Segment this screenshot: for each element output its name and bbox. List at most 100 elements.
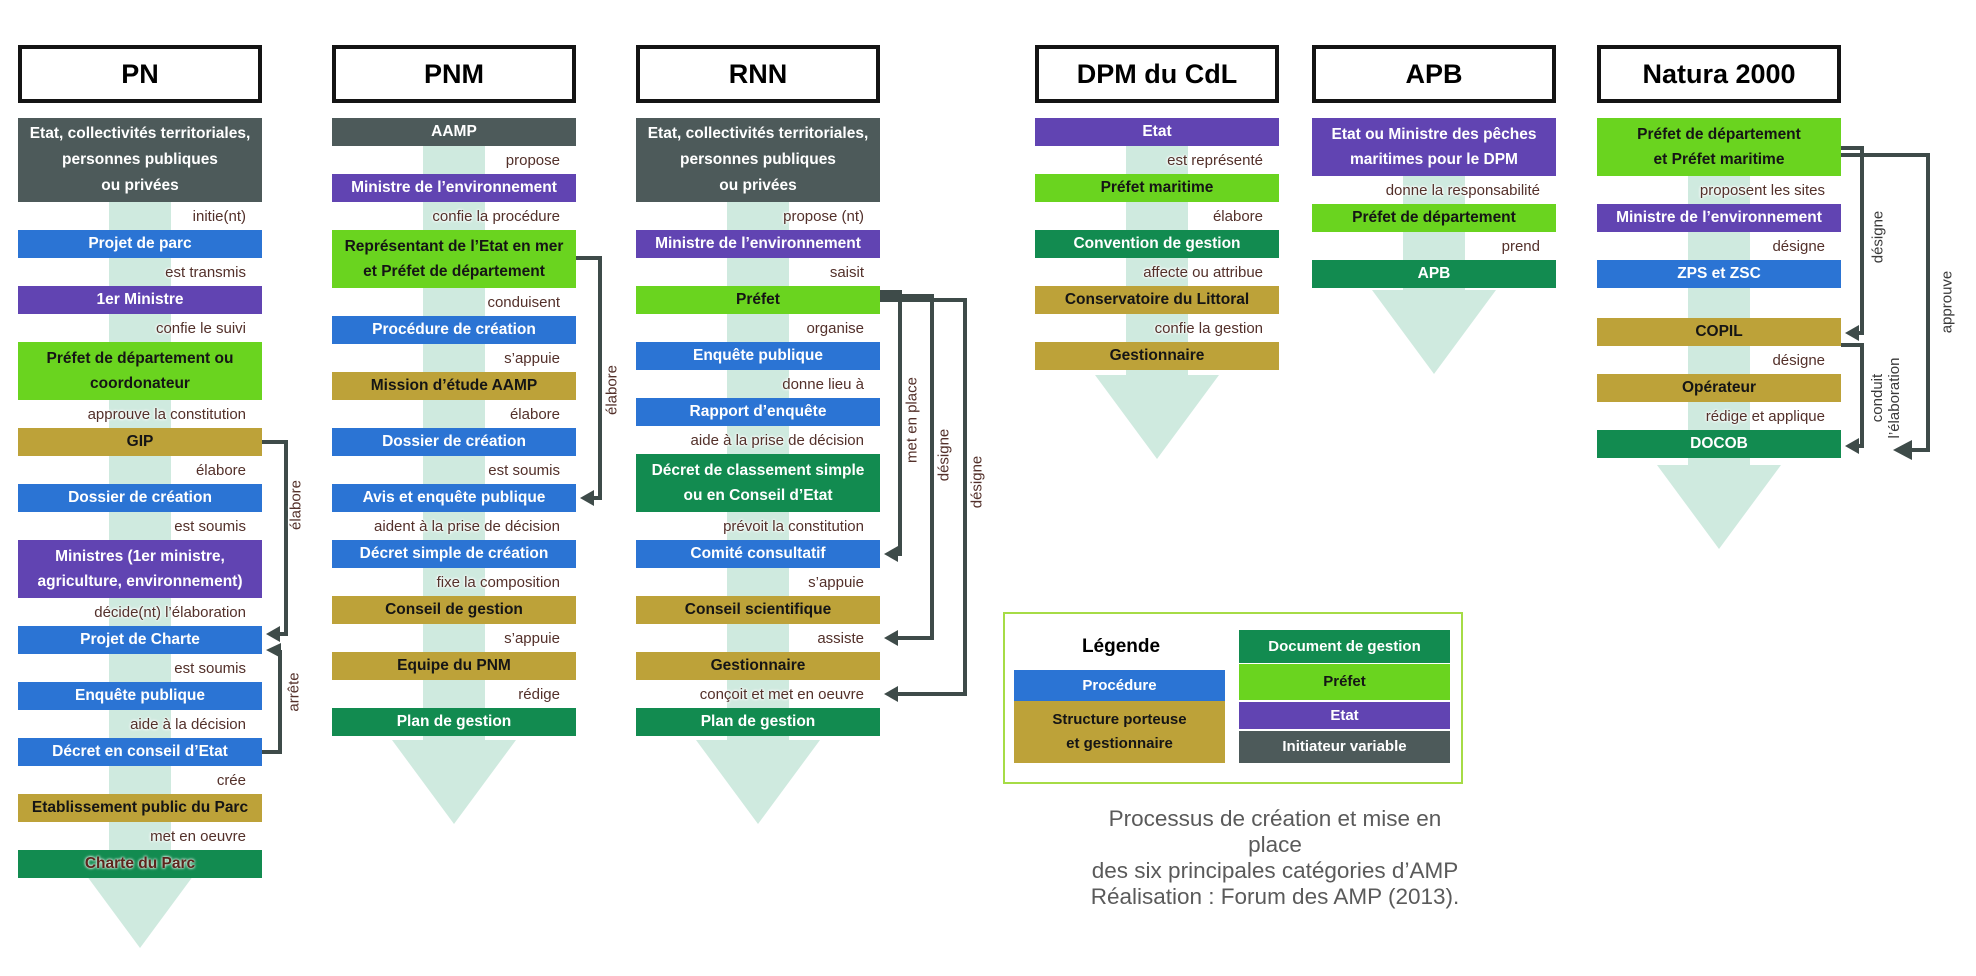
action-label: désigne [1772, 351, 1825, 369]
box-line: Etat, collectivités territoriales, [29, 125, 251, 142]
flow-box: Décret simple de création [332, 540, 576, 568]
action-label: propose (nt) [783, 207, 864, 225]
action-label: aide à la prise de décision [690, 431, 864, 449]
action-label: élabore [195, 461, 246, 479]
legend-item-procedure: Procédure [1014, 670, 1225, 701]
action-label: élabore [1212, 207, 1263, 225]
column-header-pnm: PNM [332, 45, 576, 103]
flow-box: Préfet de département et Préfet maritime [1597, 118, 1841, 176]
flow-box: Représentant de l’Etat en mer et Préfet … [332, 230, 576, 288]
flow-box: Préfet de département ou coordonateur [18, 342, 262, 400]
column-natura2000: Natura 2000 Préfet de département et Pré… [1597, 45, 1841, 549]
flow-box: Conseil de gestion [332, 596, 576, 624]
action-label: est soumis [174, 517, 246, 535]
column-header-natura2000: Natura 2000 [1597, 45, 1841, 103]
connector-label-elabore: élabore [287, 479, 305, 531]
flow-box: Dossier de création [332, 428, 576, 456]
flow-box: Projet de Charte [18, 626, 262, 654]
flow-box: Ministre de l’environnement [1597, 204, 1841, 232]
flow-box: Etat, collectivités territoriales, perso… [636, 118, 880, 202]
action-label: donne lieu à [782, 375, 864, 393]
flow-box: 1er Ministre [18, 286, 262, 314]
column-rnn: RNN Etat, collectivités territoriales, p… [636, 45, 880, 824]
connector-label-designe: désigne [1869, 210, 1887, 264]
flow-box: Décret en conseil d’Etat [18, 738, 262, 766]
connector-label-approuve: approuve [1938, 270, 1956, 334]
flow-arrow-shaft [727, 125, 789, 740]
action-label: approuve la constitution [87, 405, 246, 423]
caption-line: Processus de création et mise en place [1108, 806, 1442, 857]
flow-box: DOCOB [1597, 430, 1841, 458]
legend-title: Légende [1081, 636, 1161, 657]
flow-box: Equipe du PNM [332, 652, 576, 680]
connector-label-designe: désigne [968, 455, 986, 509]
action-label: fixe la composition [436, 573, 560, 591]
column-header-rnn: RNN [636, 45, 880, 103]
column-apb: APB Etat ou Ministre des pêches maritime… [1312, 45, 1556, 374]
flow-arrow-head [696, 740, 820, 824]
legend-item-prefet: Préfet [1239, 664, 1450, 700]
flow-box: Convention de gestion [1035, 230, 1279, 258]
flow-arrow-shaft [1688, 125, 1750, 465]
flow-box: Opérateur [1597, 374, 1841, 402]
flow-box: Ministre de l’environnement [636, 230, 880, 258]
flow-box: APB [1312, 260, 1556, 288]
action-label: organise [806, 319, 864, 337]
flow-box: AAMP [332, 118, 576, 146]
action-label: affecte ou attribue [1143, 263, 1263, 281]
column-title: APB [1405, 58, 1463, 89]
action-label: élabore [509, 405, 560, 423]
flow-arrow-head [392, 740, 516, 824]
action-label: saisit [829, 263, 864, 281]
action-label: met en oeuvre [150, 827, 246, 845]
flow-box: Etat ou Ministre des pêches maritimes po… [1312, 118, 1556, 176]
flow-box: COPIL [1597, 318, 1841, 346]
flow-box: Préfet [636, 286, 880, 314]
flow-arrow-head [1372, 290, 1496, 374]
action-label: propose [505, 151, 560, 169]
legend: Légende Procédure Structure porteuse et … [1003, 612, 1463, 784]
box-line: ou privées [101, 177, 179, 194]
action-label: est soumis [488, 461, 560, 479]
action-label: décide(nt) l’élaboration [94, 603, 246, 621]
flow-box: Avis et enquête publique [332, 484, 576, 512]
flow-box: Etablissement public du Parc [18, 794, 262, 822]
flow-box: Conseil scientifique [636, 596, 880, 624]
flow-box: Mission d’étude AAMP [332, 372, 576, 400]
action-label: désigne [1772, 237, 1825, 255]
box-line: personnes publiques [62, 151, 218, 168]
action-label: crée [216, 771, 246, 789]
legend-item-etat: Etat [1239, 702, 1450, 729]
column-title: Natura 2000 [1642, 58, 1796, 89]
action-label: est représenté [1167, 151, 1263, 169]
flow-box: ZPS et ZSC [1597, 260, 1841, 288]
column-header-pn: PN [18, 45, 262, 103]
legend-item-document-de-gestion: Document de gestion [1239, 630, 1450, 663]
action-label: rédige [518, 685, 560, 703]
flow-box: GIP [18, 428, 262, 456]
action-label: s’appuie [808, 573, 864, 591]
action-label: assiste [817, 629, 864, 647]
flow-arrow-head [78, 864, 202, 948]
legend-item-initiateur-variable: Initiateur variable [1239, 731, 1450, 763]
action-label: prévoit la constitution [723, 517, 864, 535]
flow-box: Etat, collectivités territoriales, perso… [18, 118, 262, 202]
flow-box: Enquête publique [18, 682, 262, 710]
caption-line: Réalisation : Forum des AMP (2013). [1090, 884, 1460, 909]
flow-box: Préfet de département [1312, 204, 1556, 232]
spacer [1597, 288, 1841, 318]
column-title: PN [121, 58, 159, 89]
action-label: donne la responsabilité [1385, 181, 1540, 199]
flow-arrow-head [1095, 375, 1219, 459]
action-label: initie(nt) [192, 207, 246, 225]
column-header-dpm: DPM du CdL [1035, 45, 1279, 103]
connector-label-designe: désigne [935, 428, 953, 482]
action-label: s’appuie [504, 349, 560, 367]
flow-box: Etat [1035, 118, 1279, 146]
flow-arrow-head [1657, 465, 1781, 549]
column-pn: PN Etat, collectivités territoriales, pe… [18, 45, 262, 948]
flow-box: Comité consultatif [636, 540, 880, 568]
column-title: DPM du CdL [1076, 58, 1238, 89]
action-label: conçoit et met en oeuvre [699, 685, 864, 703]
action-label: confie la gestion [1154, 319, 1263, 337]
